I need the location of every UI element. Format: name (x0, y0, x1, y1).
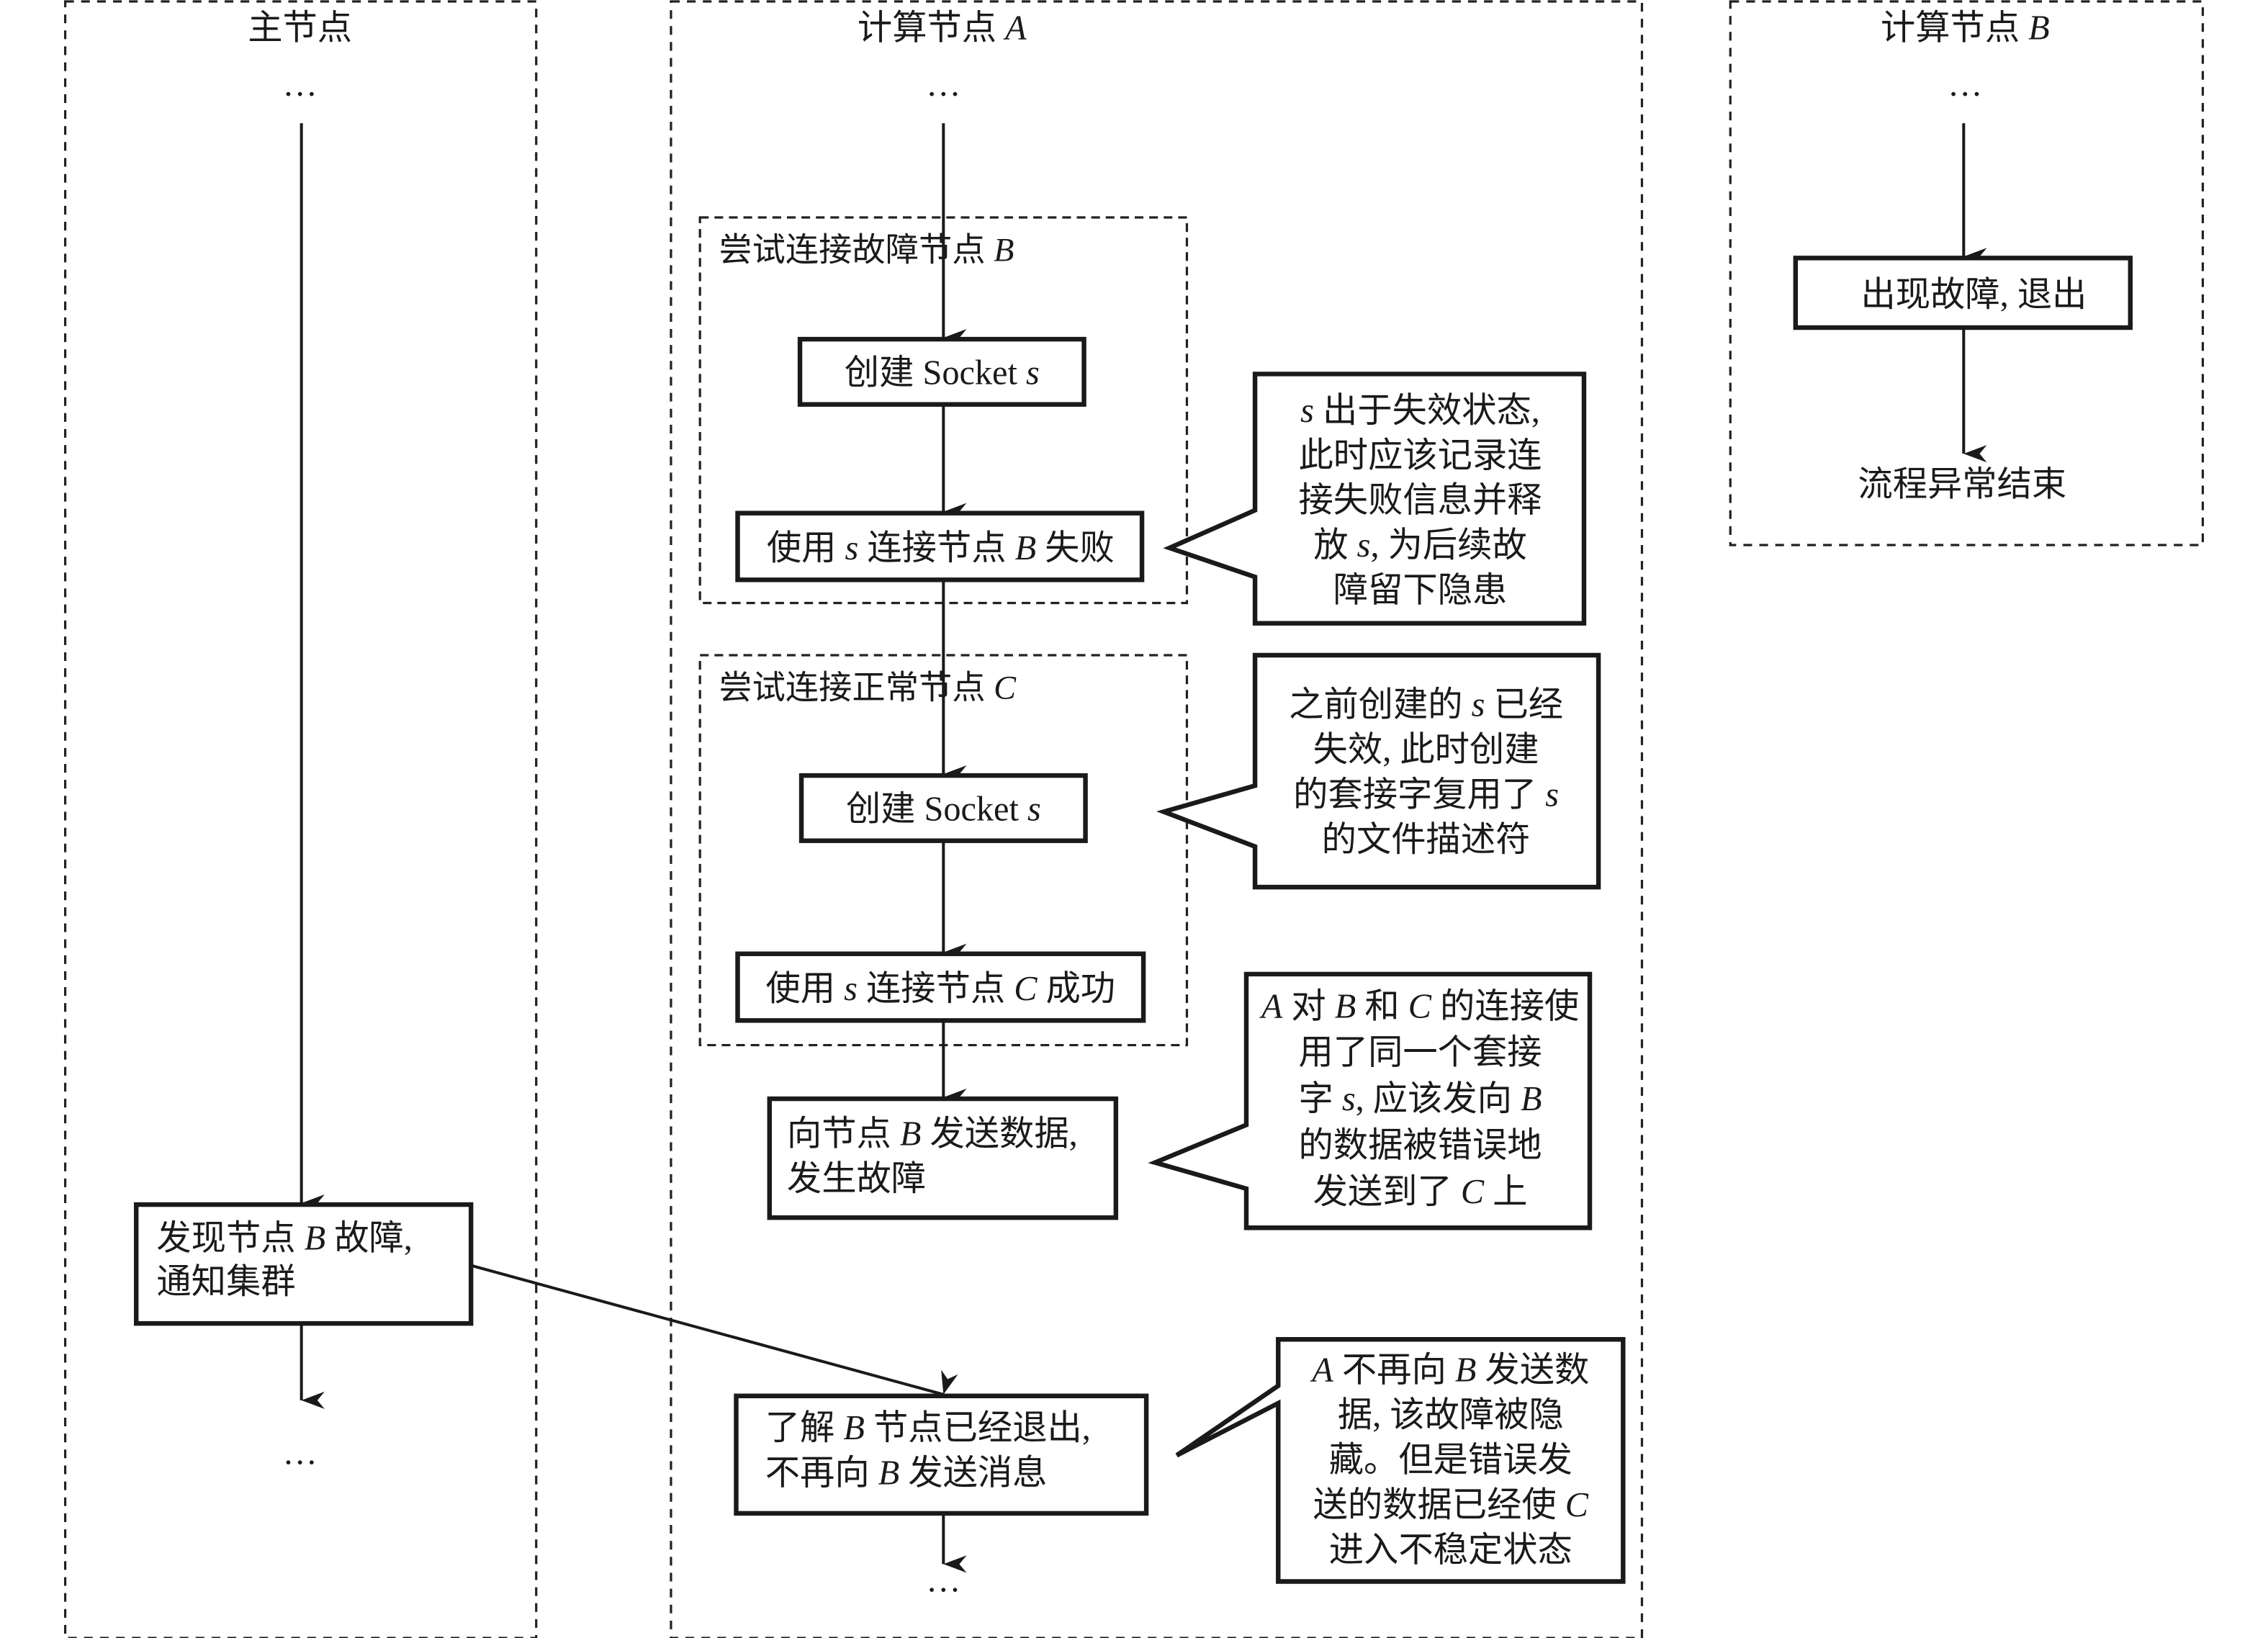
callout-fd-reuse (1156, 652, 1601, 890)
callout-invalid-socket (1163, 372, 1587, 626)
callout-line: 失效, 此时创建 (1313, 731, 1539, 769)
callout-line: 字 s, 应该发向 B (1298, 1080, 1542, 1118)
lane-node-a (670, 0, 1644, 1638)
callout-line: A 不再向 B 发送数 (1310, 1351, 1589, 1390)
callout-line: 接失败信息并释 (1298, 482, 1542, 520)
callout-line: 的文件描述符 (1322, 821, 1531, 859)
callout-hidden-fault (1175, 1337, 1626, 1584)
callout-line: 用了同一个套接 (1298, 1034, 1542, 1072)
callout-line: 此时应该记录连 (1298, 436, 1542, 474)
callout-line: 发送到了 C 上 (1313, 1173, 1528, 1211)
lane-master (63, 0, 538, 1638)
callout-line: s 出于失效状态, (1300, 392, 1540, 430)
callout-line: 的套接字复用了 s (1293, 775, 1559, 814)
callout-wrong-destination (1148, 971, 1593, 1230)
b-fault-exit-label: 出现故障, 退出 (1860, 276, 2087, 314)
callout-line: 的数据被错误地 (1298, 1127, 1542, 1165)
connect-c-ok-label: 使用 s 连接节点 C 成功 (765, 970, 1115, 1008)
lane-title-node-b: 计算节点 B (1881, 9, 2050, 47)
callout-line: 据, 该故障被隐 (1338, 1396, 1564, 1434)
learn-b-exit-line1: 了解 B 节点已经退出, (765, 1409, 1091, 1447)
node-a-top-ellipsis: … (926, 66, 960, 104)
send-to-b-line2: 发生故障 (787, 1160, 926, 1198)
lane-node-b (1729, 0, 2205, 546)
node-a-bottom-ellipsis: … (926, 1562, 960, 1600)
master-top-ellipsis: … (282, 66, 317, 104)
connect-c-ok-box (735, 951, 1146, 1023)
callout-line: 障留下隐患 (1333, 572, 1507, 610)
lane-title-master: 主节点 (248, 9, 352, 47)
detect-b-fault-line1: 发现节点 B 故障, (156, 1219, 412, 1257)
node-b-end-label: 流程异常结束 (1858, 466, 2066, 504)
group-connect-faulty-title: 尝试连接故障节点 B (719, 232, 1014, 269)
callout-line: 送的数据已经使 C (1313, 1486, 1589, 1524)
create-socket-label-1: 创建 Socket s (845, 354, 1040, 392)
send-to-b-box (767, 1096, 1119, 1220)
detect-b-fault-line2: 通知集群 (156, 1263, 295, 1301)
learn-b-exit-line2: 不再向 B 发送消息 (765, 1454, 1048, 1493)
callout-line: 进入不稳定状态 (1329, 1531, 1572, 1569)
master-bottom-ellipsis: … (282, 1434, 317, 1472)
callout-line: 之前创建的 s 已经 (1289, 686, 1563, 724)
create-socket-box-2 (798, 773, 1088, 843)
group-connect-normal-title: 尝试连接正常节点 C (719, 670, 1017, 706)
notify-cluster-arrow (470, 1264, 958, 1396)
detect-b-fault-box (133, 1202, 474, 1326)
callout-line: A 对 B 和 C 的连接使 (1259, 987, 1579, 1025)
send-to-b-line1: 向节点 B 发送数据, (787, 1115, 1078, 1153)
learn-b-exit-box (734, 1393, 1149, 1516)
node-b-top-ellipsis: … (1948, 66, 1982, 104)
callout-line: 放 s, 为后续故 (1313, 526, 1526, 564)
lane-title-node-a: 计算节点 A (858, 9, 1027, 47)
callout-line: 藏。但是错误发 (1329, 1441, 1572, 1479)
connect-b-fail-label: 使用 s 连接节点 B 失败 (767, 529, 1115, 567)
connect-b-fail-box (735, 510, 1145, 582)
create-socket-label-2: 创建 Socket s (846, 791, 1041, 829)
